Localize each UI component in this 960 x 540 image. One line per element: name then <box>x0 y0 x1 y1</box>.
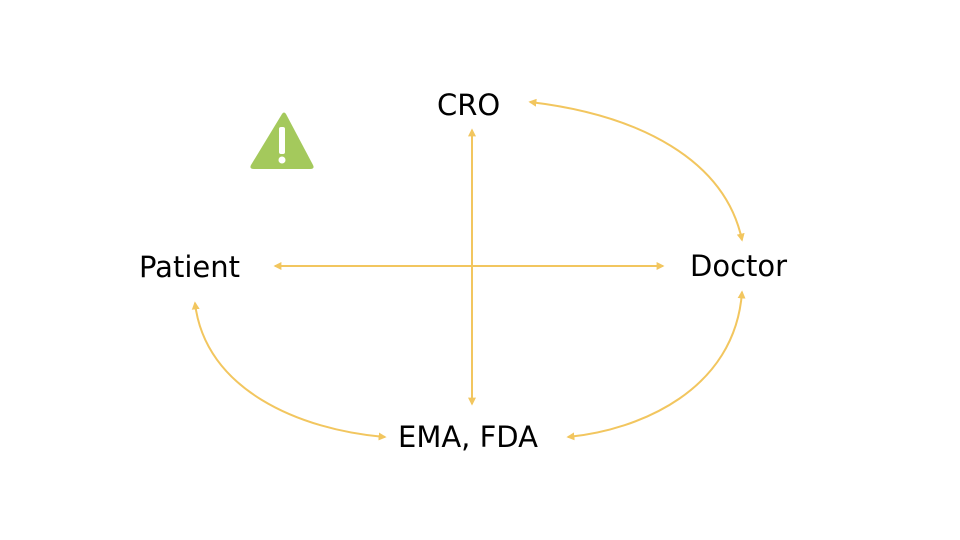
connector-patient-regulators <box>191 301 387 441</box>
warning-triangle-icon <box>250 112 314 169</box>
node-patient: Patient <box>139 250 240 284</box>
connector-doctor-regulators <box>566 290 746 441</box>
node-cro: CRO <box>437 88 501 122</box>
node-doctor: Doctor <box>690 249 788 283</box>
connector-cro-doctor <box>528 98 745 242</box>
node-regulators: EMA, FDA <box>398 420 538 454</box>
